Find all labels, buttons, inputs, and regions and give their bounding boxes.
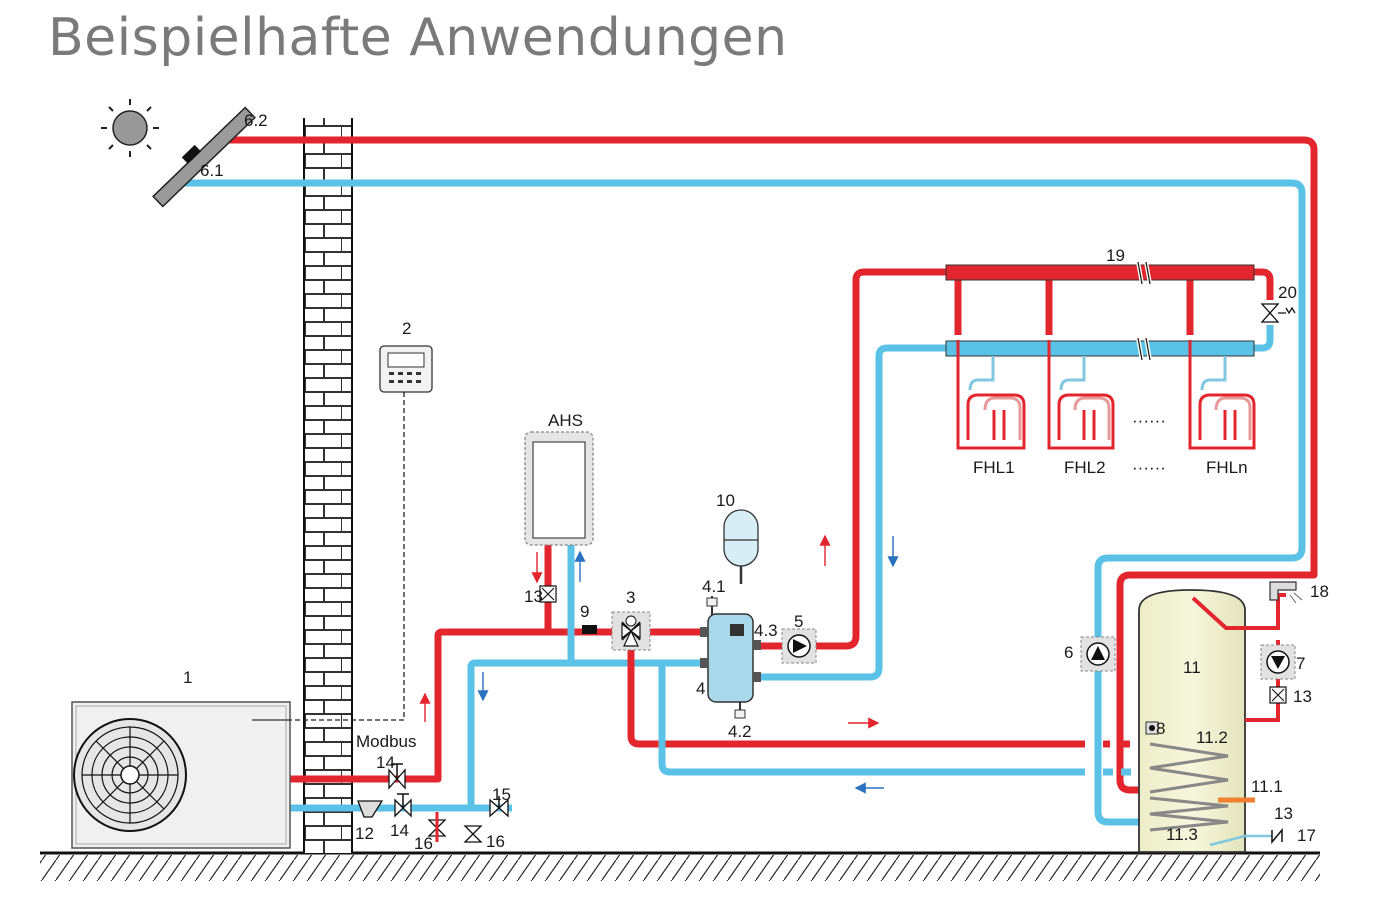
- label-13-ahs: 13: [524, 587, 543, 606]
- temperature-sensor-9: [582, 625, 597, 634]
- dhw-tank: [1138, 589, 1286, 853]
- label-fhln: FHLn: [1206, 458, 1248, 477]
- label-14-b: 14: [390, 821, 409, 840]
- label-11-2: 11.2: [1196, 728, 1228, 747]
- floor-loop-fhl2: [1047, 340, 1115, 450]
- solar-collector-icon: [152, 106, 256, 208]
- label-19: 19: [1106, 246, 1125, 265]
- labels: 6.2 6.1 1 2 AHS 13 9 3 10 4.1 4.3 5 4 4.…: [183, 111, 1329, 853]
- floor-loop-fhl1: [956, 340, 1026, 450]
- label-12: 12: [355, 824, 374, 843]
- label-fhl1: FHL1: [973, 458, 1015, 477]
- bypass-valve-20: [1260, 303, 1296, 323]
- label-8: 8: [1156, 719, 1165, 738]
- label-7: 7: [1296, 654, 1305, 673]
- label-15: 15: [492, 785, 511, 804]
- flow-arrows: [419, 534, 899, 794]
- pump-5: [781, 628, 817, 664]
- pump-6: [1080, 636, 1116, 672]
- label-dots-loop: ······: [1132, 411, 1166, 430]
- expansion-vessel: [723, 509, 759, 584]
- pipes: [180, 136, 1318, 826]
- label-11-1: 11.1: [1251, 777, 1283, 796]
- ground: [40, 851, 1320, 881]
- check-valve-ahs: [539, 585, 557, 603]
- label-4-3: 4.3: [754, 621, 778, 640]
- label-4-2: 4.2: [728, 722, 752, 741]
- pump-7: [1260, 644, 1296, 680]
- auxiliary-heat-source: [524, 431, 594, 546]
- controller-cable: [290, 392, 405, 721]
- label-16-b: 16: [486, 832, 505, 851]
- label-17: 17: [1297, 826, 1316, 845]
- three-way-valve: [611, 611, 651, 651]
- page-title: Beispielhafte Anwendungen: [48, 8, 788, 68]
- label-fhl2: FHL2: [1064, 458, 1106, 477]
- controller-display: [379, 345, 433, 393]
- label-18: 18: [1310, 582, 1329, 601]
- sun-icon: [101, 99, 159, 157]
- label-5: 5: [794, 612, 803, 631]
- label-modbus: Modbus: [356, 732, 416, 751]
- outdoor-unit: [71, 701, 291, 849]
- label-9: 9: [580, 602, 589, 621]
- label-4-1: 4.1: [702, 577, 726, 596]
- label-dots: ······: [1132, 458, 1166, 477]
- floor-heating-loops: [956, 340, 1256, 450]
- building-wall: [303, 118, 353, 853]
- label-6-2: 6.2: [244, 111, 268, 130]
- label-11: 11: [1183, 658, 1201, 677]
- check-valve-circulation: [1269, 686, 1287, 704]
- label-10: 10: [716, 491, 735, 510]
- label-1: 1: [183, 668, 192, 687]
- label-11-3: 11.3: [1166, 825, 1198, 844]
- check-valve-cold-water: [1271, 827, 1283, 845]
- label-13-cold: 13: [1274, 804, 1293, 823]
- label-16-a: 16: [414, 834, 433, 853]
- label-14-a: 14: [376, 753, 395, 772]
- label-ahs: AHS: [548, 411, 583, 430]
- floor-loop-fhln: [1188, 340, 1256, 450]
- label-4: 4: [696, 679, 705, 698]
- label-6-1: 6.1: [200, 161, 224, 180]
- label-6: 6: [1064, 643, 1073, 662]
- label-3: 3: [626, 588, 635, 607]
- manifold-19: [945, 261, 1255, 361]
- buffer-tank: [700, 596, 761, 719]
- label-13-circ: 13: [1293, 687, 1312, 706]
- tap-icon: [1269, 581, 1303, 604]
- valves-outdoor: [357, 763, 509, 843]
- label-2: 2: [402, 319, 411, 338]
- label-20: 20: [1278, 283, 1297, 302]
